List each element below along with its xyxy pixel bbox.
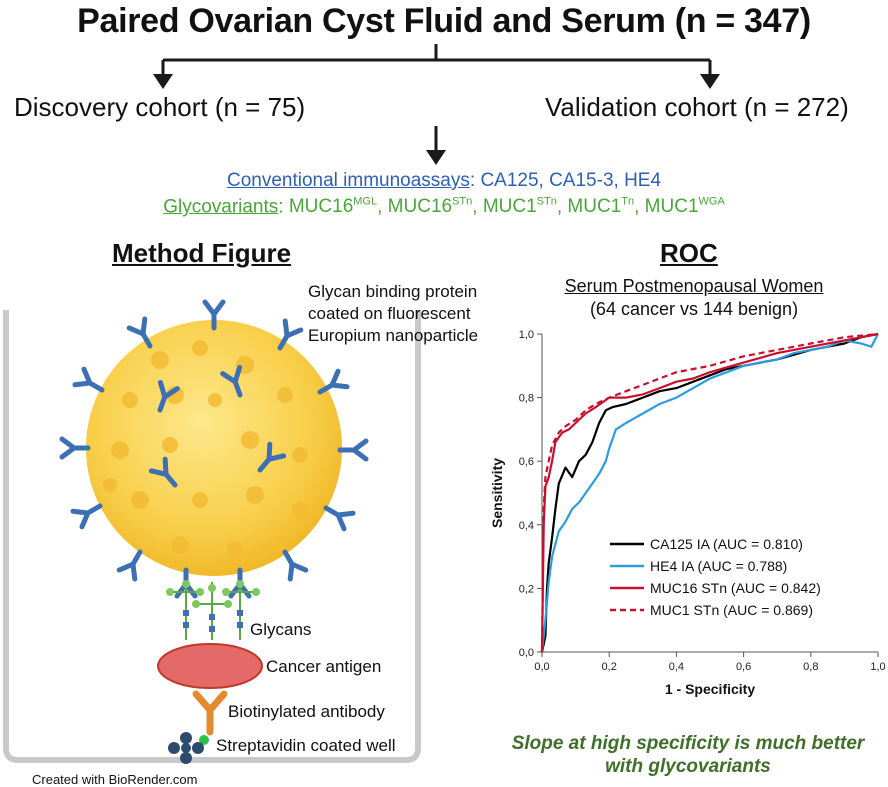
glycovariants-line: Glycovariants: MUC16MGL, MUC16STn, MUC1S…: [163, 196, 725, 218]
glycovariants-sep: :: [278, 196, 284, 218]
roc-series-line-1: [540, 333, 879, 653]
glycovariant-item: MUC1Tn: [567, 196, 635, 218]
roc-note-2: with glycovariants: [605, 756, 771, 777]
particle-label-2: coated on fluorescent: [308, 304, 471, 323]
particle-label-3: Europium nanoparticle: [308, 326, 479, 345]
method-illustration: [3, 270, 421, 764]
roc-subtitle-1: Serum Postmenopausal Women: [564, 276, 824, 296]
glycovariants-label: Glycovariants: [163, 196, 279, 218]
cancer-antigen-shape: [157, 643, 263, 689]
roc-note-1: Slope at high specificity is much better: [511, 733, 865, 754]
x-tick-label: 0,0: [534, 661, 549, 673]
method-figure-title: Method Figure: [112, 238, 292, 268]
y-tick-label: 0,8: [519, 393, 534, 405]
legend-entry: HE4 IA (AUC = 0.788): [650, 558, 787, 574]
legend-entry: MUC16 STn (AUC = 0.842): [650, 580, 821, 596]
x-tick-label: 0,8: [803, 661, 818, 673]
page-title: Paired Ovarian Cyst Fluid and Serum (n =…: [77, 2, 811, 40]
y-tick-label: 0,4: [519, 520, 534, 532]
roc-subtitle-2: (64 cancer vs 144 benign): [589, 299, 799, 319]
y-tick-label: 0,0: [519, 647, 534, 659]
conventional-label: Conventional immunoassays: [226, 170, 470, 191]
y-tick-label: 0,6: [519, 456, 534, 468]
conventional-assays-line: Conventional immunoassays: CA125, CA15-3…: [0, 170, 888, 192]
streptavidin-well-label: Streptavidin coated well: [216, 736, 396, 755]
glycovariant-item: MUC16MGL: [288, 196, 378, 218]
x-tick-label: 0,2: [602, 661, 617, 673]
biotinylated-antibody-shape: [192, 690, 228, 736]
glycovariant-item: MUC1WGA: [644, 196, 725, 218]
x-tick-label: 0,4: [669, 661, 684, 673]
conventional-sep: :: [469, 170, 476, 191]
glycovariant-item: MUC16STn: [387, 196, 473, 218]
biotinylated-antibody-label: Biotinylated antibody: [228, 702, 385, 721]
particle-label-1: Glycan binding protein: [308, 282, 478, 301]
streptavidin-shape: [168, 732, 204, 764]
y-tick-label: 1,0: [519, 329, 534, 341]
legend-entry: CA125 IA (AUC = 0.810): [650, 536, 803, 552]
roc-title: ROC: [660, 238, 718, 268]
flow-arrows: [153, 44, 720, 165]
nanoparticle: [86, 320, 342, 576]
discovery-cohort-label: Discovery cohort (n = 75): [14, 92, 306, 122]
y-tick-label: 0,2: [519, 583, 534, 595]
x-tick-label: 1,0: [870, 661, 885, 673]
legend-entry: MUC1 STn (AUC = 0.869): [650, 602, 813, 618]
cancer-antigen-label: Cancer antigen: [266, 657, 382, 676]
y-axis-label: Sensitivity: [489, 458, 505, 528]
x-axis-label: 1 - Specificity: [665, 681, 755, 697]
biorender-credit: Created with BioRender.com: [32, 772, 198, 787]
validation-cohort-label: Validation cohort (n = 272): [545, 92, 849, 122]
roc-chart: 0,0 0,2 0,4 0,6 0,8 1,0 0,0 0,2 0,4 0,6 0,8 1,0 1 - …: [489, 329, 886, 697]
roc-series-line-3: [540, 332, 879, 653]
glycans-label: Glycans: [250, 620, 312, 639]
glycovariant-item: MUC1STn: [482, 196, 557, 218]
conventional-items: CA125, CA15-3, HE4: [480, 170, 662, 191]
x-tick-label: 0,6: [736, 661, 751, 673]
